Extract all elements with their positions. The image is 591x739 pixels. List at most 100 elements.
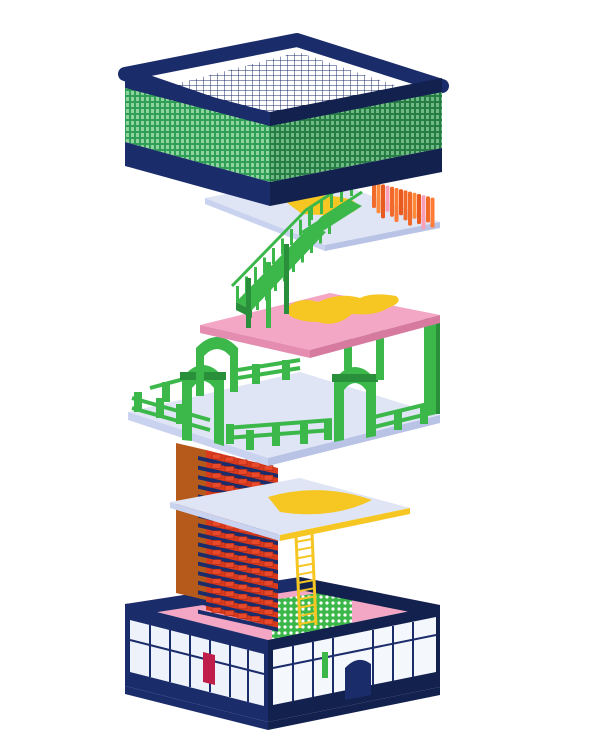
- seat: [211, 549, 222, 556]
- seat: [224, 456, 235, 463]
- pink-slab-edge-left: [200, 325, 310, 358]
- railing-post: [252, 364, 260, 384]
- seat: [237, 459, 248, 466]
- roof-band-top-left: [125, 74, 270, 126]
- ground-door-red: [203, 651, 215, 685]
- curtain-fold: [412, 192, 417, 219]
- stair-post: [274, 275, 277, 291]
- seat: [224, 533, 235, 540]
- seat: [224, 466, 235, 472]
- stair-post: [301, 246, 304, 263]
- terrace-floor-edge-left: [128, 412, 268, 466]
- seat: [237, 478, 248, 485]
- stair-post: [330, 194, 333, 208]
- seat: [211, 559, 222, 565]
- railing-post: [300, 424, 308, 444]
- stair-deck: [205, 176, 440, 328]
- railing-post: [324, 420, 332, 440]
- curtain-fold: [390, 186, 394, 217]
- seating-deck-edge-left: [170, 502, 280, 541]
- pink-slab-level: [200, 293, 440, 358]
- stair-post: [263, 257, 266, 274]
- ladder-rung: [299, 603, 316, 609]
- seat: [211, 578, 222, 585]
- stair-post: [281, 238, 284, 255]
- ground-base-right: [268, 687, 440, 730]
- ground-arched-door: [345, 659, 371, 700]
- seat: [250, 606, 261, 613]
- seat: [237, 545, 248, 552]
- ground-mullions-right: [272, 622, 437, 701]
- railing-post: [134, 392, 142, 412]
- curtain-fold: [394, 188, 399, 222]
- seat: [263, 590, 274, 596]
- pink-slab-edge-right: [310, 315, 440, 358]
- curtain-fold: [385, 185, 390, 212]
- seat: [224, 562, 235, 568]
- roof-mesh-right: [270, 92, 442, 182]
- ladder-rung: [298, 595, 315, 601]
- orange-curtain: [372, 182, 435, 230]
- seat: [263, 474, 274, 481]
- seat: [237, 593, 248, 600]
- roof-cage: [118, 33, 449, 206]
- seat: [237, 565, 248, 571]
- seat: [250, 462, 261, 469]
- seat: [263, 580, 274, 587]
- stair-post: [299, 219, 302, 236]
- green-arch-front-right: [332, 367, 378, 442]
- seat: [224, 485, 235, 492]
- seat: [250, 577, 261, 584]
- ladder-rung: [299, 611, 316, 617]
- seat: [211, 472, 222, 479]
- seat: [224, 581, 235, 588]
- seat: [250, 567, 261, 574]
- curtain-fold: [421, 195, 426, 230]
- seat: [237, 613, 248, 619]
- ground-back-wall-right: [300, 577, 440, 618]
- seat: [224, 590, 235, 597]
- curtain-fold: [403, 190, 408, 221]
- railing-post: [176, 404, 184, 424]
- stair-post: [310, 206, 313, 220]
- ladder-rung: [297, 579, 315, 584]
- seat: [263, 570, 274, 577]
- curtain-fold: [408, 191, 412, 226]
- ladder-rungs: [295, 538, 317, 625]
- seat: [211, 607, 222, 613]
- railing-post: [246, 430, 254, 450]
- curtain-fold: [426, 196, 430, 223]
- seat: [224, 542, 235, 549]
- seat: [224, 475, 235, 482]
- seat: [224, 610, 235, 616]
- seating-tower-side: [176, 443, 206, 600]
- ladder-rung: [298, 587, 315, 593]
- green-staircase: [230, 182, 363, 328]
- seat: [250, 558, 261, 565]
- seating-deck: [170, 478, 410, 629]
- stair-post: [272, 248, 275, 264]
- seat: [237, 555, 248, 562]
- seat: [250, 471, 261, 478]
- stair-post: [308, 210, 311, 226]
- seat: [237, 603, 248, 610]
- seat: [237, 469, 248, 475]
- roof-band-bottom-left: [125, 142, 270, 206]
- seat: [211, 568, 222, 575]
- yellow-platform: [286, 294, 399, 324]
- arch-terrace: [128, 318, 440, 466]
- seat: [250, 596, 261, 603]
- stair-deck-edge-left: [205, 198, 325, 251]
- seat: [211, 540, 222, 546]
- seat: [263, 609, 274, 615]
- seat-ledge: [198, 609, 278, 632]
- terrace-floor: [128, 372, 440, 458]
- curtain-fold: [376, 183, 381, 214]
- roof-band-bottom-right: [270, 148, 442, 206]
- seat: [250, 615, 261, 622]
- stair-post: [254, 267, 257, 283]
- ground-green-panel: [322, 652, 328, 678]
- railing-post: [156, 398, 164, 418]
- seat: [211, 530, 222, 537]
